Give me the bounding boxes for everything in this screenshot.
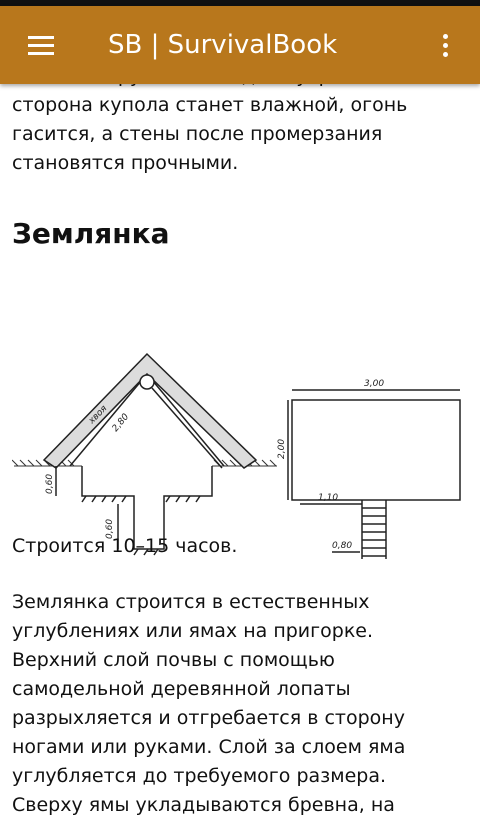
body-line: Землянка строится в естественных: [12, 591, 370, 613]
more-vert-icon[interactable]: [432, 28, 458, 62]
label-pit-depth: 0,60: [45, 474, 55, 494]
intro-line: становятся прочными.: [12, 152, 239, 174]
pit-outline: [55, 466, 213, 556]
status-bar: [0, 0, 480, 6]
roof-outline: [42, 352, 258, 469]
label-trench-depth: 0,60: [105, 519, 115, 539]
label-entrance-offset: 1,10: [318, 493, 338, 503]
section-heading: Землянка: [12, 217, 170, 250]
app-title: SB | SurvivalBook: [108, 30, 338, 60]
hamburger-menu-icon[interactable]: [16, 28, 56, 62]
body-paragraph: Землянка строится в естественных углубле…: [12, 588, 468, 820]
label-plan-depth: 2,00: [277, 439, 287, 459]
build-time-caption: Строится 10–15 часов.: [12, 535, 238, 557]
label-plan-width: 3,00: [364, 379, 384, 389]
dugout-diagram-svg: хвоя 2,80 0,60 0,60 3,00 2,00 1,10 0,80: [11, 352, 461, 559]
label-entrance-width: 0,80: [332, 541, 352, 551]
intro-line: гасится, а стены после промерзания: [12, 123, 383, 145]
body-line: ногами или руками. Слой за слоем яма: [12, 736, 406, 758]
intro-line: сторона купола станет влажной, огонь: [12, 94, 408, 116]
app-bar: SB | SurvivalBook: [0, 6, 480, 84]
body-line: углублениях или ямах на пригорке.: [12, 620, 374, 642]
body-line: самодельной деревянной лопаты: [12, 678, 351, 700]
label-slope-length: 2,80: [111, 412, 132, 434]
body-line: Верхний слой почвы с помощью: [12, 649, 335, 671]
plan-view: [287, 389, 461, 559]
body-line: разрыхляется и отгребается в сторону: [12, 707, 405, 729]
body-line: углубляется до требуемого размера.: [12, 765, 387, 787]
body-line: Сверху ямы укладываются бревна, на: [12, 794, 395, 816]
article-content: больше наружной. Когда внутренняя сторон…: [11, 62, 468, 816]
dugout-diagram: хвоя 2,80 0,60 0,60 3,00 2,00 1,10 0,80: [11, 344, 468, 578]
